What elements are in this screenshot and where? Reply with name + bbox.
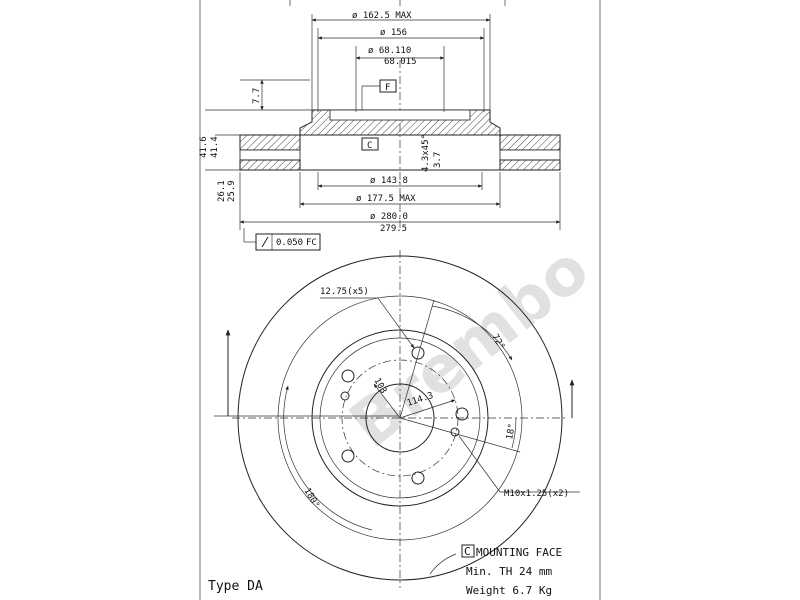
dim-68-110: ø 68.110 bbox=[368, 46, 411, 56]
dim-7-7: 7.7 bbox=[252, 88, 262, 104]
bolt-hole bbox=[411, 346, 425, 360]
dim-177-5: ø 177.5 MAX bbox=[356, 194, 416, 204]
dim-3-7: 3.7 bbox=[433, 152, 443, 168]
dim-chamfer: 4.3x45° bbox=[421, 134, 431, 172]
mounting-ref: C bbox=[464, 545, 471, 558]
runout-icon bbox=[261, 236, 269, 248]
dim-143-8: ø 143.8 bbox=[370, 176, 408, 186]
min-thickness: Min. TH 24 mm bbox=[466, 565, 552, 578]
mounting-ref-box bbox=[461, 544, 475, 558]
dim-25-9: 25.9 bbox=[227, 180, 237, 202]
dim-41-4: 41.4 bbox=[210, 136, 220, 158]
dim-280-0: ø 280.0 bbox=[370, 212, 408, 222]
bolt-hole bbox=[455, 407, 469, 421]
dim-68-015: 68.015 bbox=[384, 57, 417, 67]
dim-156: ø 156 bbox=[380, 28, 407, 38]
type-label: Type DA bbox=[208, 579, 263, 594]
disc-outer-right bbox=[499, 134, 561, 151]
svg-text:Brembo: Brembo bbox=[337, 232, 603, 463]
watermark: Brembo bbox=[337, 232, 603, 463]
bolt-hole bbox=[411, 471, 425, 485]
bolt-hole bbox=[341, 369, 355, 383]
dim-26-1: 26.1 bbox=[217, 180, 227, 202]
bolt-holes bbox=[341, 346, 469, 485]
disc-outer-left bbox=[239, 134, 301, 151]
tolerance-value: 0.050 bbox=[276, 238, 303, 248]
notes: C MOUNTING FACE Min. TH 24 mm Weight 6.7… bbox=[208, 544, 562, 597]
angle-18: 18° bbox=[505, 423, 518, 441]
datum-f: F bbox=[385, 83, 390, 93]
datum-c-box bbox=[361, 137, 379, 151]
bolt-hole bbox=[341, 449, 355, 463]
thread-callout: M10x1.25(x2) bbox=[504, 489, 569, 499]
dim-41-6: 41.6 bbox=[199, 136, 209, 158]
tolerance-ref: FC bbox=[306, 238, 317, 248]
weight: Weight 6.7 Kg bbox=[466, 584, 552, 597]
threaded-hole bbox=[450, 427, 460, 437]
section-view: ø 162.5 MAX ø 156 ø 68.110 68.015 F C 7.… bbox=[199, 11, 561, 251]
dim-162-5: ø 162.5 MAX bbox=[352, 11, 412, 21]
mounting-face: MOUNTING FACE bbox=[476, 546, 562, 559]
datum-c: C bbox=[367, 141, 372, 151]
threaded-hole bbox=[340, 391, 350, 401]
angle-180: 180° bbox=[301, 487, 321, 511]
dim-279-5: 279.5 bbox=[380, 224, 407, 234]
hole-callout: 12.75(x5) bbox=[320, 287, 369, 297]
